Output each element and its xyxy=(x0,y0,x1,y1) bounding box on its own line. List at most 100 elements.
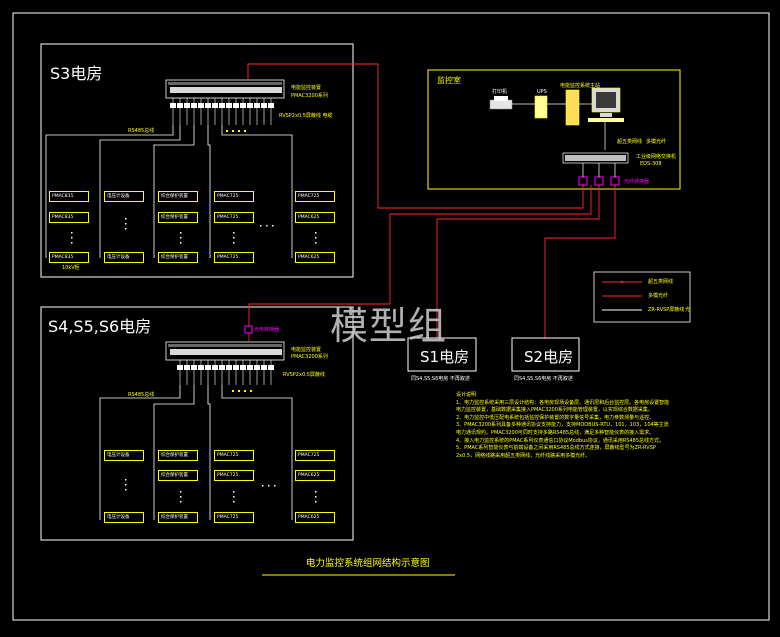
notes-line: 3、PMAC3200系列具备多种通讯协议支持能力，支持MODBUS-RTU，10… xyxy=(456,422,669,436)
s456-device-col4-row3: PMAC725 xyxy=(214,512,254,523)
notes-line: 2、电力监控中低压配电系统包括监控保护装置的数字量信号采集，电力参数测量与遥控。 xyxy=(456,414,655,421)
s456-converter xyxy=(244,325,253,334)
s3-device-col4-row2: PMAC725 xyxy=(214,212,254,223)
printer-icon xyxy=(489,96,513,110)
s3-columns xyxy=(45,145,293,258)
s3-foot-label: 10kV柜 xyxy=(62,265,80,271)
s3-device-col3-row1: 综合保护装置 xyxy=(158,191,198,202)
s3-switch-label: 电能监控装置 xyxy=(291,85,322,91)
s3-device-col4-row1: PMAC725 xyxy=(214,191,254,202)
s3-ellipsis xyxy=(226,130,246,132)
s456-switch-model: PMAC3200系列 xyxy=(291,354,328,360)
s3-port-feeders xyxy=(172,108,272,125)
s456-device-col5-row3: PMAC625 xyxy=(295,512,335,523)
diagram-title: 电力监控系统组网结构示意图 xyxy=(306,558,430,569)
control-converter-label: 光纤转换器 xyxy=(624,179,650,185)
s2-room-title: S2电房 xyxy=(524,348,574,366)
s456-port-drops xyxy=(179,360,272,365)
s3-device-col2-row1: 电压计设备 xyxy=(104,191,144,202)
s3-port-drops xyxy=(172,98,272,103)
control-switch xyxy=(562,152,629,164)
s3-bus xyxy=(45,125,293,150)
s456-device-col5-row2: PMAC625 xyxy=(295,470,335,481)
s3-switch-strip xyxy=(168,82,282,85)
notes-line: 5、PMAC系列智能仪表与前端设备之间采用RS485总线方式连接，屏蔽线型号为Z… xyxy=(456,445,656,459)
s456-device-col3-row3: 综合保护装置 xyxy=(158,512,198,523)
s3-column-dots xyxy=(71,218,317,244)
monitor-icon xyxy=(588,87,624,122)
s3-device-col3-row2: 综合保护装置 xyxy=(158,212,198,223)
fiber-lines xyxy=(247,63,616,338)
control-converters xyxy=(578,176,620,186)
pc-tower-icon xyxy=(565,89,580,126)
s3-device-col5-row2: PMAC625 xyxy=(295,212,335,223)
pc-label: 电能监控系统主站 xyxy=(560,83,601,89)
legend-item-cat5: 超五类网线 xyxy=(648,279,674,285)
control-room-frame xyxy=(427,69,681,190)
s456-device-col4-row1: PMAC725 xyxy=(214,450,254,461)
legend-item-shielded: ZR-RVSP屏蔽线 xyxy=(648,307,685,313)
s3-device-col3-row3: 综合保护装置 xyxy=(158,252,198,263)
s456-port-blocks xyxy=(177,365,274,370)
s3-room-title: S3电房 xyxy=(50,64,103,83)
legend-suffix: 光 xyxy=(685,307,691,313)
s456-frame xyxy=(40,306,354,541)
s456-port-feeders xyxy=(179,370,272,385)
s456-cable-label: RVSP2x0.5屏蔽线 xyxy=(283,372,325,378)
control-switch-label: 工业级网络交换机 xyxy=(636,154,677,160)
s3-switch-ports xyxy=(170,87,282,93)
ups-label: UPS xyxy=(537,89,547,95)
s3-device-col1-row3: PMAC835 xyxy=(49,252,89,263)
legend-frame xyxy=(593,271,691,323)
s3-device-col5-row1: PMAC725 xyxy=(295,191,335,202)
s456-bus xyxy=(99,385,293,520)
ups-icon xyxy=(534,95,548,119)
s3-device-col1-row1: PMAC835 xyxy=(49,191,89,202)
s3-switch-model: PMAC3200系列 xyxy=(291,93,328,99)
s2-frame xyxy=(511,337,580,372)
design-notes: 设计说明 1、电力监控系统采用三层设计结构：各电房现场设备层、通讯层和后台监控层… xyxy=(456,392,671,460)
control-cable-label: 超五类网线 xyxy=(617,139,643,145)
s456-device-col3-row1: 综合保护装置 xyxy=(158,450,198,461)
s1-frame xyxy=(407,337,477,372)
watermark: 模型组 xyxy=(330,304,448,348)
s456-converter-label: 光电转换器 xyxy=(254,327,280,333)
control-switch-ports xyxy=(565,155,626,161)
control-switch-model: EDS-308 xyxy=(640,161,662,167)
s3-cable-label: RVSP2x0.5屏蔽线 电缆 xyxy=(279,113,333,119)
outer-border xyxy=(12,12,770,621)
s456-device-col3-row2: 综合保护装置 xyxy=(158,470,198,481)
s456-device-col5-row1: PMAC725 xyxy=(295,450,335,461)
notes-line: 4、接入电力监控系统的PMAC系列仪表通信口协议Modbus协议，通讯采用RS4… xyxy=(456,437,665,444)
s456-device-col2-row1: 电压计设备 xyxy=(104,450,144,461)
s3-bus-label: RS485总线 xyxy=(128,128,155,134)
legend-swatches xyxy=(602,280,642,311)
s3-device-col4-row3: PMAC725 xyxy=(214,252,254,263)
s456-device-col4-row2: PMAC725 xyxy=(214,470,254,481)
control-room-title: 监控室 xyxy=(437,76,461,85)
s456-switch xyxy=(165,341,285,361)
s456-column-dots xyxy=(125,479,317,503)
s3-switch xyxy=(165,79,285,99)
s456-device-col2-row2: 电压计设备 xyxy=(104,512,144,523)
legend-item-fiber: 多模光纤 xyxy=(648,293,669,299)
s456-switch-strip xyxy=(168,344,282,347)
s2-room-caption: 同S4,S5,S6电房 不再叙述 xyxy=(514,376,573,382)
s456-bus-label: RS485总线 xyxy=(128,392,155,398)
control-converter-links xyxy=(582,163,616,177)
s456-switch-ports xyxy=(170,349,282,355)
s1-room-title: S1电房 xyxy=(420,348,470,366)
s456-switch-label: 电能监控装置 xyxy=(291,347,322,353)
notes-title: 设计说明 xyxy=(456,392,477,398)
s3-port-blocks xyxy=(170,103,274,108)
notes-line: 1、电力监控系统采用三层设计结构：各电房现场设备层、通讯层和后台监控层。各电房设… xyxy=(456,399,670,414)
control-links xyxy=(512,103,606,150)
printer-label: 打印机 xyxy=(492,89,508,95)
s456-room-title: S4,S5,S6电房 xyxy=(48,317,152,336)
control-fiber-label: 多模光纤 xyxy=(646,139,667,145)
s1-room-caption: 同S4,S5,S6电房 不再叙述 xyxy=(411,376,470,382)
s3-frame xyxy=(40,43,354,278)
s3-device-col2-row2: 电压计设备 xyxy=(104,252,144,263)
